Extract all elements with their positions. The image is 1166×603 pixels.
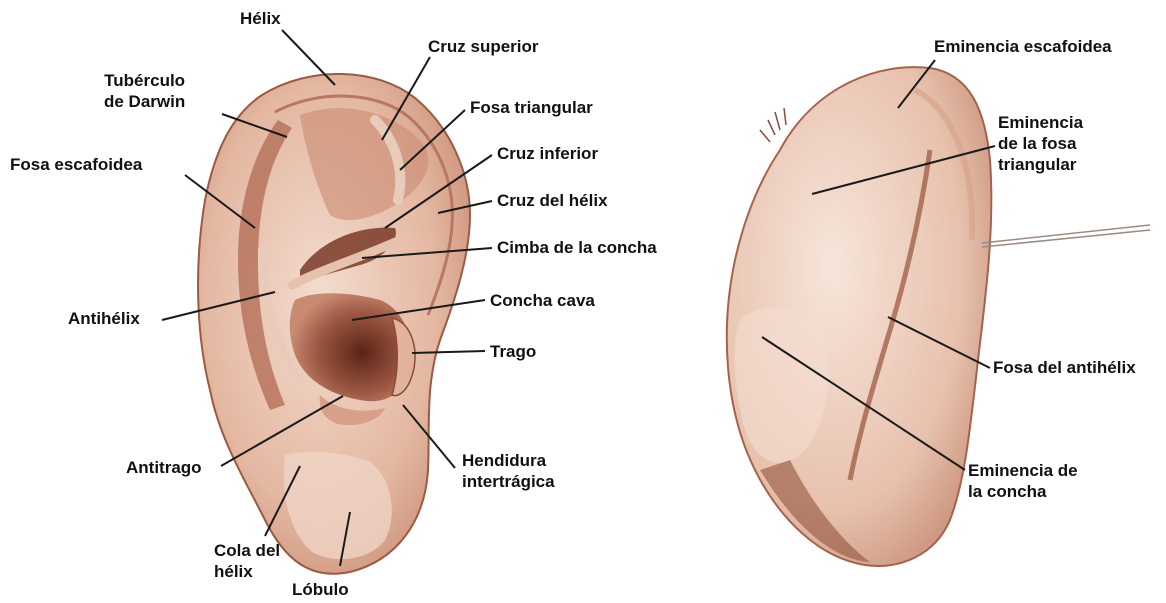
label-intertragic-notch-line1: Hendidura xyxy=(462,450,555,471)
label-triangular-fossa-eminence-line1: Eminencia xyxy=(998,112,1083,133)
label-triangular-fossa: Fosa triangular xyxy=(470,97,593,118)
label-tragus: Trago xyxy=(490,341,536,362)
label-lobule: Lóbulo xyxy=(292,579,349,600)
label-darwin-tubercle-line1: Tubérculo xyxy=(104,70,185,91)
label-antihelix: Antihélix xyxy=(68,308,140,329)
label-helix-tail-line1: Cola del xyxy=(214,540,280,561)
hair-tuft xyxy=(760,108,786,142)
label-darwin-tubercle: Tubérculo de Darwin xyxy=(104,70,185,112)
label-conchal-eminence-line1: Eminencia de xyxy=(968,460,1078,481)
label-inferior-crus: Cruz inferior xyxy=(497,143,598,164)
label-antitragus: Antitrago xyxy=(126,457,202,478)
label-scaphoid-eminence: Eminencia escafoidea xyxy=(934,36,1112,57)
label-antihelix-fossa: Fosa del antihélix xyxy=(993,357,1136,378)
label-helix-tail-line2: hélix xyxy=(214,561,280,582)
label-intertragic-notch-line2: intertrágica xyxy=(462,471,555,492)
label-concha-cavum: Concha cava xyxy=(490,290,595,311)
label-intertragic-notch: Hendidura intertrágica xyxy=(462,450,555,492)
label-scaphoid-fossa: Fosa escafoidea xyxy=(10,154,142,175)
label-conchal-eminence-line2: la concha xyxy=(968,481,1078,502)
front-ear xyxy=(198,74,470,574)
pin-line-2 xyxy=(982,230,1150,247)
back-ear xyxy=(727,67,1150,566)
label-triangular-fossa-eminence-line3: triangular xyxy=(998,154,1083,175)
label-cymba-conchae: Cimba de la concha xyxy=(497,237,657,258)
label-helix: Hélix xyxy=(240,8,281,29)
pin-line-1 xyxy=(982,225,1150,243)
label-darwin-tubercle-line2: de Darwin xyxy=(104,91,185,112)
label-triangular-fossa-eminence-line2: de la fosa xyxy=(998,133,1083,154)
label-triangular-fossa-eminence: Eminencia de la fosa triangular xyxy=(998,112,1083,175)
label-helix-crus: Cruz del hélix xyxy=(497,190,608,211)
label-helix-tail: Cola del hélix xyxy=(214,540,280,582)
label-conchal-eminence: Eminencia de la concha xyxy=(968,460,1078,502)
label-superior-crus: Cruz superior xyxy=(428,36,539,57)
